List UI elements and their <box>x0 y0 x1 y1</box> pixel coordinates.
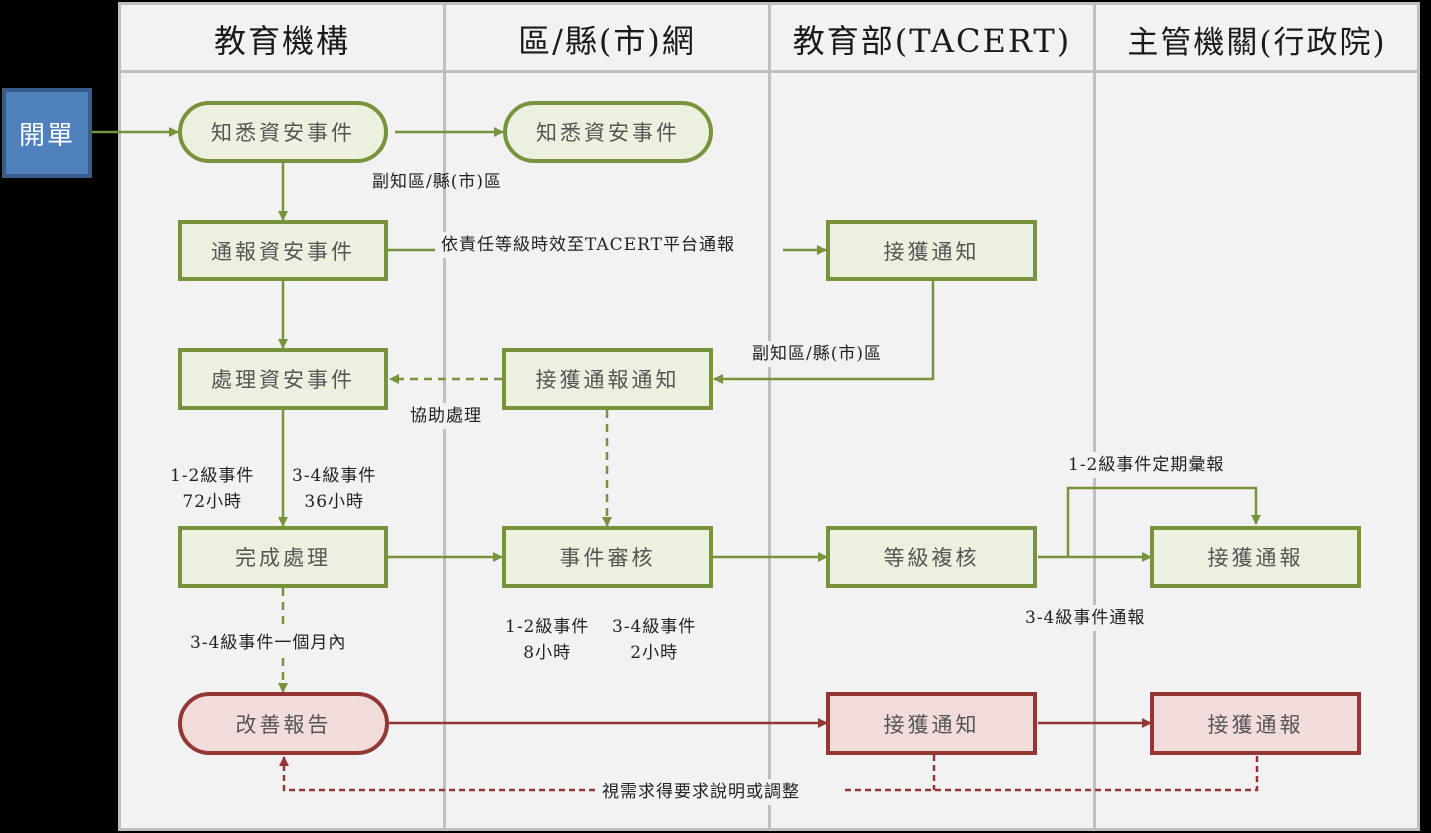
label-level12-handle: 1-2級事件 72小時 <box>170 463 254 515</box>
aware-incident-school[interactable]: 知悉資安事件 <box>178 101 388 163</box>
label-cc-district-1: 副知區/縣(市)區 <box>372 172 502 192</box>
arrow-feedback-left <box>279 756 595 792</box>
label-level12-review-line2: 8小時 <box>523 643 572 663</box>
moe-receive-notice-node-2[interactable]: 接獲通知 <box>826 692 1037 755</box>
label-level34-handle-line1: 3-4級事件 <box>292 466 377 486</box>
label-level34-report: 3-4級事件通報 <box>1021 605 1150 631</box>
district-receive-node[interactable]: 接獲通報通知 <box>502 348 713 410</box>
lane-divider <box>768 2 771 831</box>
lane-title-district: 區/縣(市)網 <box>518 22 696 60</box>
label-level34-handle: 3-4級事件 36小時 <box>292 463 376 515</box>
lane-title-school: 教育機構 <box>213 22 350 60</box>
level-review-node[interactable]: 等級複核 <box>826 526 1037 588</box>
label-cc-district-2: 副知區/縣(市)區 <box>748 341 886 367</box>
incident-review-node[interactable]: 事件審核 <box>502 526 713 588</box>
label-request-explain: 視需求得要求說明或調整 <box>598 779 804 805</box>
handle-incident-node[interactable]: 處理資安事件 <box>178 348 388 410</box>
arrow-feedback-right <box>845 755 1259 792</box>
label-level12-handle-line2: 72小時 <box>182 492 243 512</box>
aware-incident-district[interactable]: 知悉資安事件 <box>503 101 713 163</box>
label-report-to-tacert: 依責任等級時效至TACERT平台通報 <box>437 232 739 258</box>
arrow-level-periodic <box>1066 486 1261 557</box>
label-improve-deadline: 3-4級事件一個月內 <box>186 630 351 656</box>
label-level34-review-line1: 3-4級事件 <box>612 617 697 637</box>
label-level34-review: 3-4級事件 2小時 <box>612 614 696 666</box>
lane-title-executive: 主管機關(行政院) <box>1127 24 1387 61</box>
label-level34-review-line2: 2小時 <box>630 643 679 663</box>
exec-receive-report-node-2[interactable]: 接獲通報 <box>1150 692 1361 755</box>
label-periodic-report: 1-2級事件定期彙報 <box>1064 452 1229 478</box>
label-assist-handling: 協助處理 <box>406 403 486 429</box>
improvement-report-node[interactable]: 改善報告 <box>178 692 389 755</box>
complete-handling-node[interactable]: 完成處理 <box>178 526 388 588</box>
label-level12-handle-line1: 1-2級事件 <box>170 466 255 486</box>
lane-title-moe: 教育部(TACERT) <box>792 22 1072 60</box>
arrow-moe-to-district <box>713 281 935 384</box>
label-level12-review: 1-2級事件 8小時 <box>505 614 589 666</box>
label-level34-handle-line2: 36小時 <box>304 492 365 512</box>
label-level12-review-line1: 1-2級事件 <box>505 617 590 637</box>
lane-divider <box>1093 2 1096 831</box>
exec-receive-report-node[interactable]: 接獲通報 <box>1150 526 1361 588</box>
header-divider <box>118 70 1420 73</box>
report-incident-node[interactable]: 通報資安事件 <box>178 220 388 281</box>
start-node[interactable]: 開單 <box>2 88 92 178</box>
moe-receive-notice-node[interactable]: 接獲通知 <box>826 220 1037 281</box>
